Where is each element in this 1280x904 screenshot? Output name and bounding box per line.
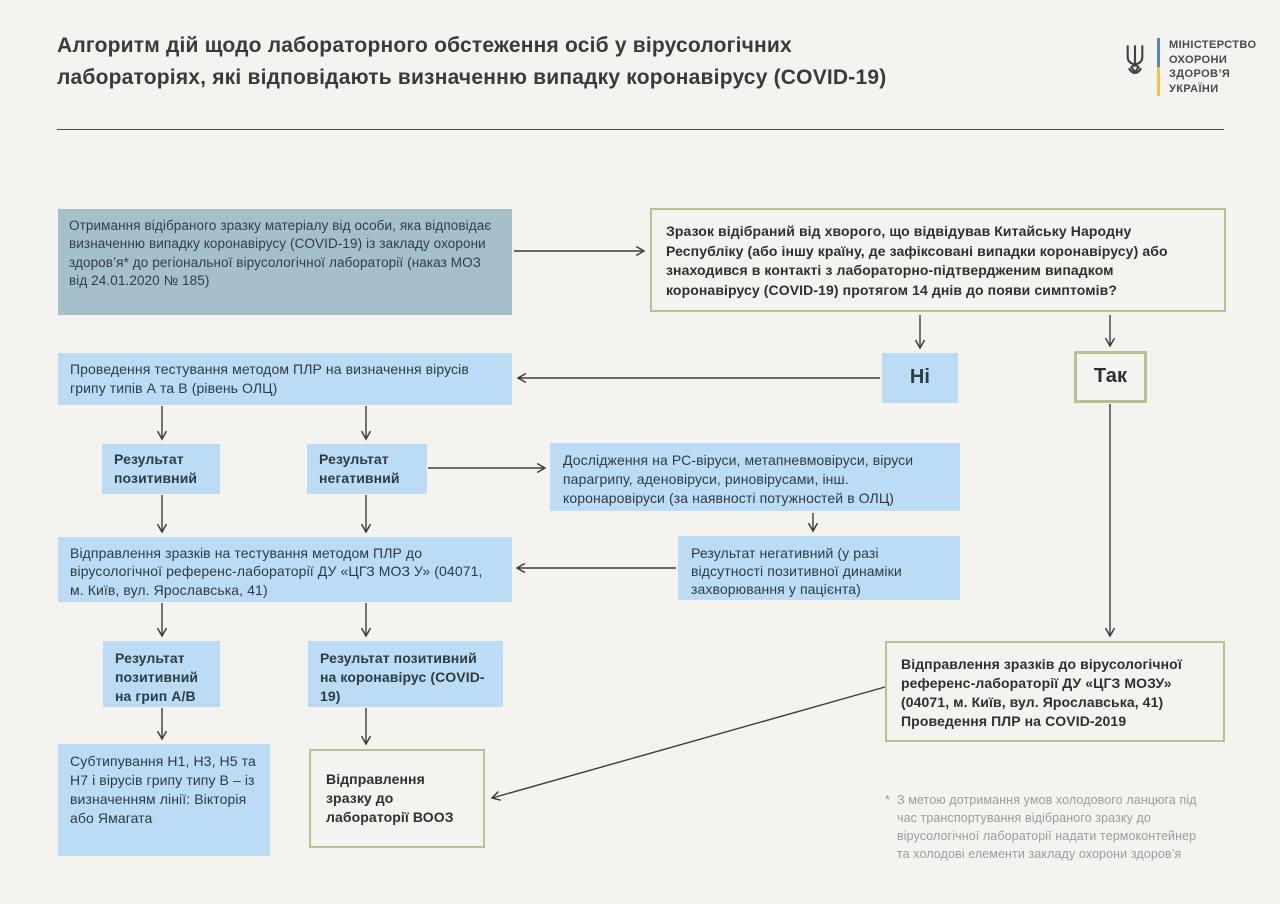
ministry-name-line: МІНІСТЕРСТВО bbox=[1169, 39, 1257, 51]
ministry-name-line: ОХОРОНИ bbox=[1169, 53, 1228, 66]
node-send-reference-lab: Відправлення зразків на тестування метод… bbox=[58, 537, 512, 602]
node-pcr-flu-test: Проведення тестування методом ПЛР на виз… bbox=[58, 353, 512, 405]
logo-divider-yellow bbox=[1157, 67, 1160, 96]
node-send-who-lab: Відправлення зразку до лабораторії ВООЗ bbox=[309, 749, 485, 848]
node-no: Ні bbox=[882, 353, 958, 403]
footnote: * З метою дотримання умов холодового лан… bbox=[885, 791, 1197, 864]
page-title-line2: лабораторіях, які відповідають визначенн… bbox=[57, 65, 887, 89]
node-receive-sample: Отримання відібраного зразку матеріалу в… bbox=[58, 209, 512, 315]
footnote-text: З метою дотримання умов холодового ланцю… bbox=[896, 793, 1197, 862]
node-result-negative-dynamics: Результат негативний (у разі відсутності… bbox=[678, 536, 960, 600]
page-title: Алгоритм дій щодо лабораторного обстежен… bbox=[57, 30, 1057, 93]
ministry-name: МІНІСТЕРСТВО ОХОРОНИ ЗДОРОВ’Я УКРАЇНИ bbox=[1169, 38, 1256, 97]
ministry-name-line: ЗДОРОВ’Я bbox=[1169, 68, 1231, 81]
logo-divider bbox=[1157, 38, 1160, 96]
logo-divider-blue bbox=[1157, 38, 1160, 67]
node-rs-virus-test: Дослідження на РС-віруси, метапневмовіру… bbox=[550, 443, 960, 511]
ministry-logo: МІНІСТЕРСТВО ОХОРОНИ ЗДОРОВ’Я УКРАЇНИ bbox=[1122, 38, 1256, 97]
node-question-exposure: Зразок відібраний від хворого, що відвід… bbox=[650, 208, 1226, 312]
node-result-positive: Результат позитивний bbox=[102, 444, 220, 494]
header-divider bbox=[57, 129, 1224, 130]
node-result-positive-flu: Результат позитивний на грип А/В bbox=[103, 641, 220, 707]
node-send-reference-covid: Відправлення зразків до вірусологічної р… bbox=[885, 641, 1225, 742]
node-result-negative: Результат негативний bbox=[307, 444, 427, 494]
trident-icon bbox=[1126, 45, 1144, 75]
node-yes: Так bbox=[1074, 351, 1147, 403]
footnote-asterisk: * bbox=[885, 793, 890, 807]
ministry-name-line: УКРАЇНИ bbox=[1169, 82, 1219, 95]
node-subtyping: Субтипування Н1, Н3, Н5 та Н7 і вірусів … bbox=[58, 744, 270, 856]
page-title-line1: Алгоритм дій щодо лабораторного обстежен… bbox=[57, 34, 792, 57]
node-result-positive-covid: Результат позитивний на коронавірус (COV… bbox=[308, 641, 503, 707]
